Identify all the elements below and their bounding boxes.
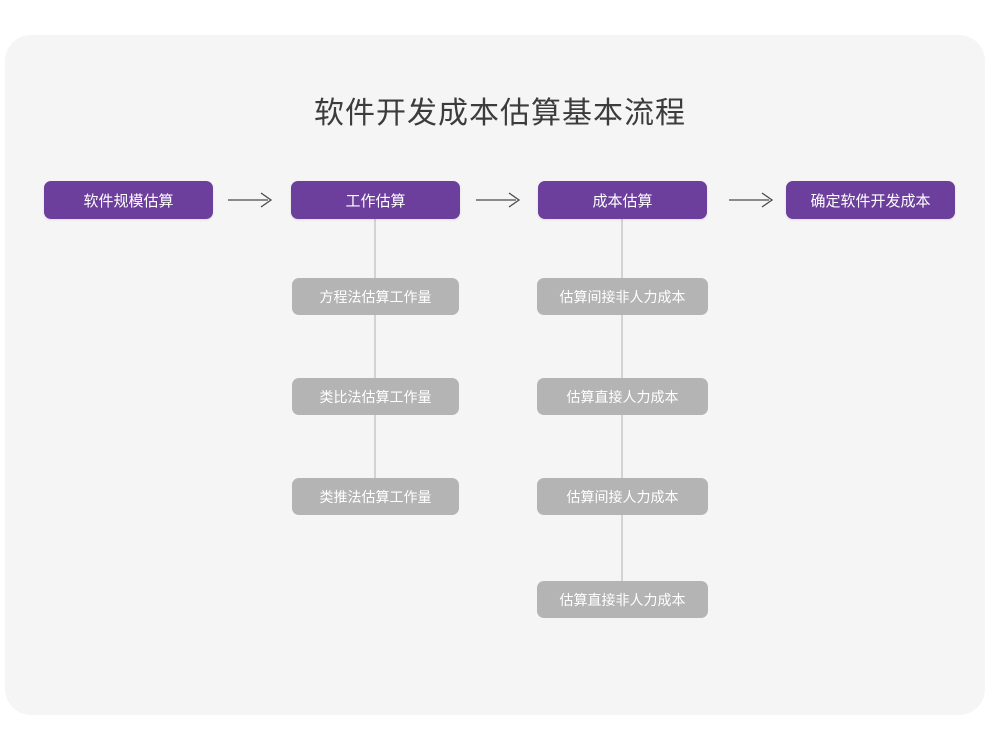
page-title: 软件开发成本估算基本流程 [314, 97, 686, 130]
flow-step-node[interactable]: 确定软件开发成本 [786, 181, 955, 219]
flow-substep-node[interactable]: 类比法估算工作量 [292, 378, 459, 415]
flow-substep-node[interactable]: 估算直接非人力成本 [537, 581, 708, 618]
connector-line [374, 219, 376, 497]
flow-substep-node[interactable]: 方程法估算工作量 [292, 278, 459, 315]
flow-substep-node[interactable]: 类推法估算工作量 [292, 478, 459, 515]
arrow-right-icon [729, 190, 775, 210]
arrow-right-icon [228, 190, 274, 210]
flow-substep-node[interactable]: 估算直接人力成本 [537, 378, 708, 415]
flow-step-node[interactable]: 工作估算 [291, 181, 460, 219]
flow-substep-node[interactable]: 估算间接人力成本 [537, 478, 708, 515]
flow-step-node[interactable]: 成本估算 [538, 181, 707, 219]
flow-substep-node[interactable]: 估算间接非人力成本 [537, 278, 708, 315]
arrow-right-icon [476, 190, 522, 210]
flow-step-node[interactable]: 软件规模估算 [44, 181, 213, 219]
content-card [5, 35, 985, 715]
